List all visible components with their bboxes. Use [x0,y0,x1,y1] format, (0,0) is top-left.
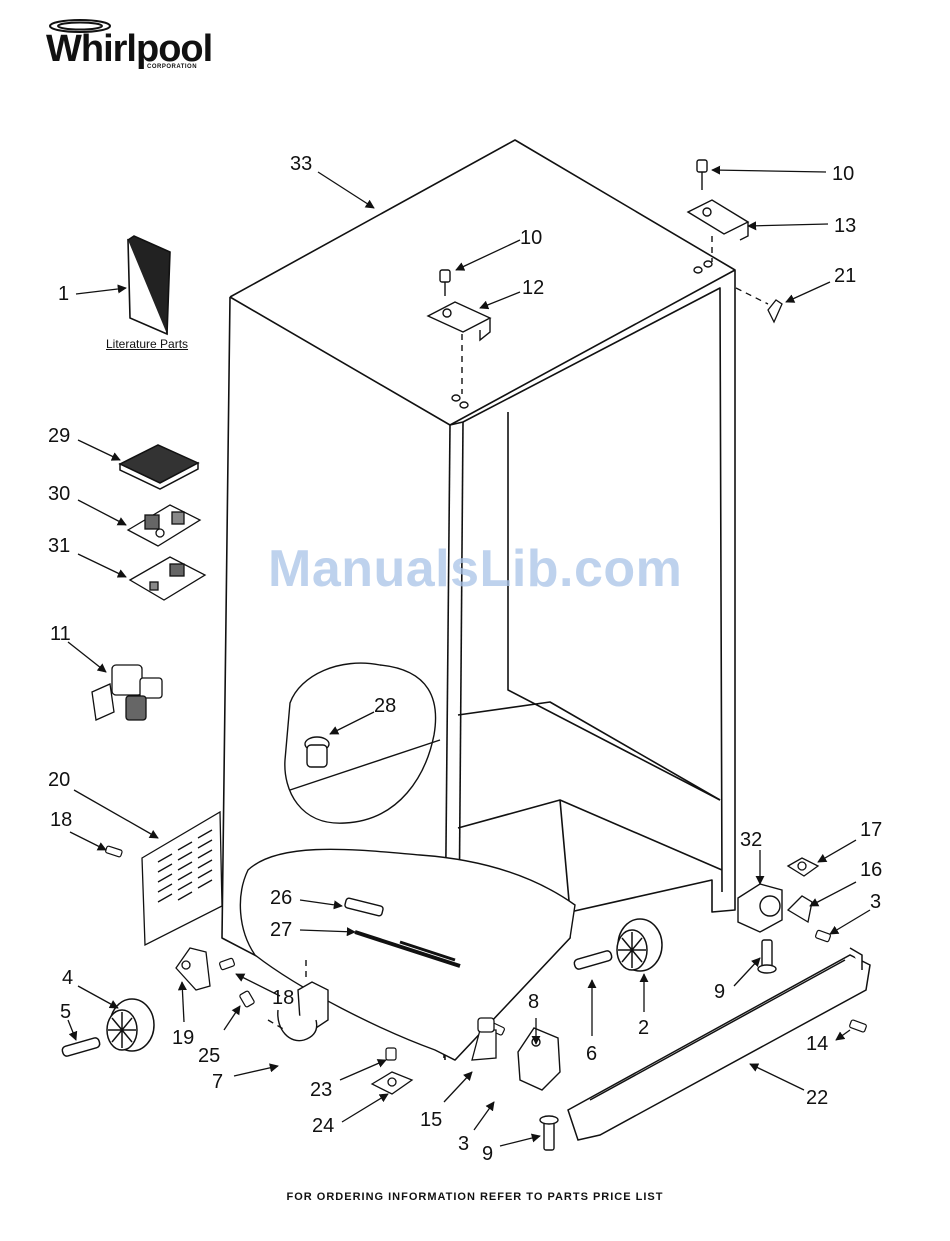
callout-18-top: 18 [50,809,72,831]
callout-9-right: 9 [714,981,725,1003]
cutaway-view [285,663,440,823]
drain-bracket [176,948,210,990]
callout-3-right: 3 [870,891,881,913]
callout-6: 6 [586,1043,597,1065]
callout-28: 28 [374,695,396,717]
callout-31: 31 [48,535,70,557]
callout-14: 14 [806,1033,828,1055]
water-valve [92,665,162,720]
door-clip [736,288,782,322]
callout-23: 23 [310,1079,332,1101]
roller-adjuster [788,858,818,922]
callout-15: 15 [420,1109,442,1131]
callout-19: 19 [172,1027,194,1049]
callout-12: 12 [522,277,544,299]
roller-wheel-right [573,919,662,971]
callout-29: 29 [48,425,70,447]
callout-2: 2 [638,1017,649,1039]
control-board [128,505,200,546]
callout-8: 8 [528,991,539,1013]
callout-26: 26 [270,887,292,909]
control-cover [120,445,198,489]
leveling-bracket-right [738,884,782,973]
logo-swoosh-icon [50,20,110,32]
control-board-alt [130,557,205,600]
callout-33: 33 [290,153,312,175]
callout-32: 32 [740,829,762,851]
callout-25: 25 [198,1045,220,1067]
callout-10-right: 10 [832,163,854,185]
callout-5: 5 [60,1001,71,1023]
callout-11: 11 [50,623,71,645]
callout-4: 4 [62,967,73,989]
callout-10-left: 10 [520,227,542,249]
callout-16: 16 [860,859,882,881]
footer-note: FOR ORDERING INFORMATION REFER TO PARTS … [0,1191,950,1203]
hinge-bracket-left [428,270,490,408]
callout-20: 20 [48,769,70,791]
callout-30: 30 [48,483,70,505]
callout-3-bottom: 3 [458,1133,469,1155]
callout-9-bottom: 9 [482,1143,493,1165]
literature-parts-book [128,236,170,334]
callout-21: 21 [834,265,856,287]
callout-24: 24 [312,1115,334,1137]
callout-27: 27 [270,919,292,941]
callout-17: 17 [860,819,882,841]
hinge-bracket-right [688,160,748,273]
rear-grille [142,812,222,945]
adjuster-plate [372,1072,412,1094]
callout-7: 7 [212,1071,223,1093]
leveling-bracket-left [518,1028,560,1150]
callout-1: 1 [58,283,69,305]
callout-18-bottom: 18 [272,987,294,1009]
watermark: ManualsLib.com [268,539,682,599]
callout-13: 13 [834,215,856,237]
roller-wheel-left [61,999,154,1057]
